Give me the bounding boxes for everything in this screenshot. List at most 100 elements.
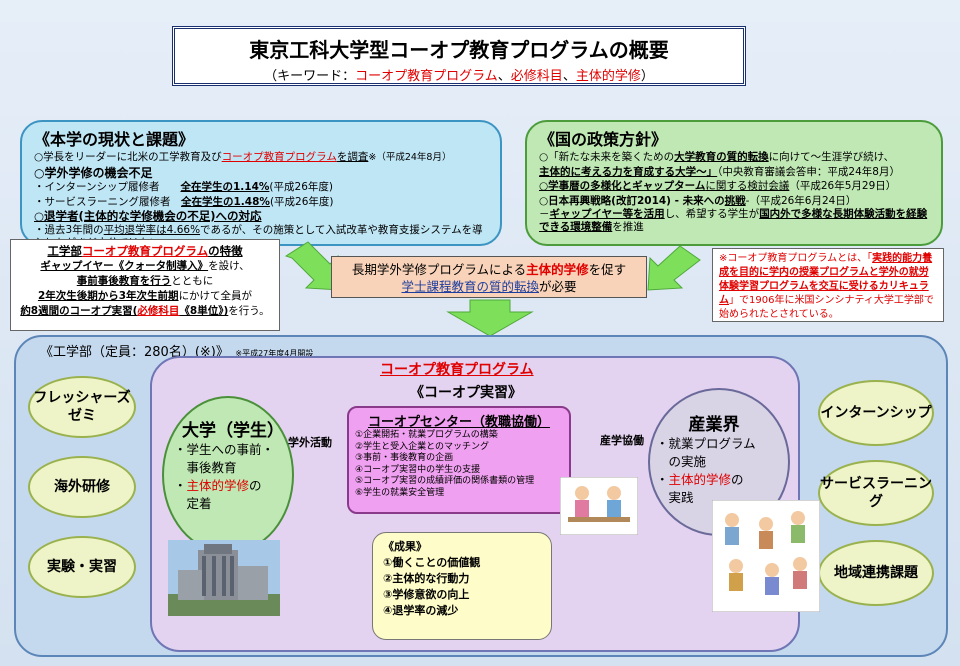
coop-center-box: コーオプセンター（教職協働） ①企業開拓・就業プログラムの構築 ②学生と受入企業… xyxy=(347,406,571,514)
status-line-2: ○学外学修の機会不足 xyxy=(34,165,153,180)
coop-center-item: ①企業開拓・就業プログラムの構築 xyxy=(355,430,498,440)
text: － xyxy=(539,208,550,220)
dept-line-1: ギャップイヤー《クォータ制導入》を設け、 xyxy=(17,259,273,274)
text: を行う。 xyxy=(228,305,270,317)
outcomes-box: 《成果》 ①働くことの価値観 ②主体的な行動力 ③学修意欲の向上 ④退学率の減少 xyxy=(372,532,552,640)
outcome-item: ①働くことの価値観 xyxy=(383,556,481,569)
outcome-item: ②主体的な行動力 xyxy=(383,572,470,585)
text: ・ xyxy=(656,472,669,487)
experiments-practice-oval: 実験・実習 xyxy=(28,536,136,598)
keyword-open: （キーワード： xyxy=(264,69,356,84)
service-learning-oval: サービスラーニング xyxy=(818,460,934,526)
text: 実践的能力養成を目的に学内の授業プログラムと学外の就労体験学習プログラムを交互に… xyxy=(719,253,933,306)
status-line-4: ・サービスラーニング履修者 全在学生の1.48%(平成26年度) xyxy=(34,195,488,210)
coop-center-title: コーオプセンター（教職協働） xyxy=(367,415,550,430)
text: 学士課程教育の質的転換 xyxy=(401,279,539,294)
internship-oval: インターンシップ xyxy=(818,380,934,446)
text: し、希望する学生が xyxy=(664,208,760,220)
text: 挑戦 xyxy=(724,194,746,207)
text: にかけて全員が xyxy=(178,290,253,302)
text: の特徴 xyxy=(208,244,243,258)
coop-center-item: ⑤コーオプ実習の成績評価の関係書類の管理 xyxy=(355,476,535,486)
text: 全在学生の1.48% xyxy=(181,195,270,208)
text: 2年次生後期から3年次生前期 xyxy=(37,290,179,302)
text: に向けて～生涯学び続け、 xyxy=(768,151,895,163)
status-line-3: ・インターンシップ履修者 全在学生の1.14%(平成26年度) xyxy=(34,180,488,195)
coop-definition-note: ※コーオプ教育プログラムとは、「実践的能力養成を目的に学内の授業プログラムと学外… xyxy=(712,248,944,322)
center-line-1: 長期学外学修プログラムによる主体的学修を促す xyxy=(332,261,646,278)
dept-line-2: 事前事後教育を行うとともに xyxy=(17,274,273,289)
university-item-1b: 事後教育 xyxy=(174,460,237,475)
text: 全在学生の1.14% xyxy=(180,181,270,193)
outcomes-title: 《成果》 xyxy=(383,540,427,553)
department-feature-box: 工学部コーオプ教育プログラムの特徴 ギャップイヤー《クォータ制導入》を設け、 事… xyxy=(10,239,280,331)
text: ・過去3年間の xyxy=(34,223,104,236)
text: 主体的学修 xyxy=(186,478,250,493)
keyword-sep: 、 xyxy=(562,69,576,84)
outcome-item: ④退学率の減少 xyxy=(383,604,459,617)
campus-building-image xyxy=(168,540,280,616)
policy-line-5: －ギャップイヤー等を活用し、希望する学生が国内外で多様な長期体験活動を経験できる… xyxy=(539,208,929,234)
center-line-2: 学士課程教育の質的転換が必要 xyxy=(332,278,646,295)
center-message-box: 長期学外学修プログラムによる主体的学修を促す 学士課程教育の質的転換が必要 xyxy=(331,256,647,298)
industry-item-2: ・主体的学修の xyxy=(656,471,788,489)
text: 約8週間のコーオプ実習( xyxy=(20,305,138,317)
status-line-5: ○退学者(主体的な学修機会の不足)への対応 xyxy=(34,209,262,223)
university-title: 大学（学生） xyxy=(182,421,284,441)
coop-center-item: ④コーオプ実習中の学生の支援 xyxy=(355,464,481,475)
text: 」で1906年に米国シンシナティ大学工学部で始められたとされている。 xyxy=(719,295,934,320)
dept-line-3: 2年次生後期から3年次生前期にかけて全員が xyxy=(17,289,273,304)
text: (平成26年度) xyxy=(269,181,333,193)
dept-heading: 工学部コーオプ教育プログラムの特徴 xyxy=(17,244,273,259)
text: 工学部 xyxy=(47,244,82,258)
industry-item-1: ・就業プログラム xyxy=(656,436,756,451)
text: コーオプ教育プログラム xyxy=(81,244,209,258)
text: ○日本再興戦略(改訂2014) - 未来への xyxy=(539,194,725,207)
text: （平成26年5月29日） xyxy=(789,180,897,192)
text: を調査 xyxy=(336,151,369,163)
overseas-training-oval: 海外研修 xyxy=(28,456,136,518)
arrow-policy-to-center xyxy=(647,245,701,291)
text: ○学長をリーダーに北米の工学教育及び xyxy=(34,151,222,163)
university-item-1: ・学生への事前・ xyxy=(174,442,275,457)
text: 平均退学率は4.66% xyxy=(103,223,201,236)
keyword-close: ） xyxy=(640,69,654,84)
dept-line-4: 約8週間のコーオプ実習(必修科目《8単位》)を行う。 xyxy=(17,304,273,319)
text: 主体的学修 xyxy=(668,472,732,487)
status-heading: 《本学の現状と課題》 xyxy=(34,130,195,149)
outcome-item: ③学修意欲の向上 xyxy=(383,588,470,601)
policy-line-4: ○日本再興戦略(改訂2014) - 未来への挑戦-（平成26年6月24日） xyxy=(539,194,929,209)
text: ギャップイヤー等を活用 xyxy=(549,208,665,220)
text: ○学事暦の多様化とギャップターム xyxy=(539,180,706,192)
text: （中央教育審議会答申：平成24年8月） xyxy=(717,165,900,178)
off-campus-activity-label: 学外活動 xyxy=(288,436,332,449)
text: による xyxy=(488,262,527,277)
text: を促す xyxy=(588,262,627,277)
text: -（平成26年6月24日） xyxy=(745,194,857,207)
regional-collab-oval: 地域連携課題 xyxy=(818,540,934,606)
text: の xyxy=(731,472,744,487)
text: ギャップイヤー《クォータ制導入》 xyxy=(40,260,209,272)
coop-center-item: ⑥学生の就業安全管理 xyxy=(355,487,445,498)
text: 大学教育の質的転換 xyxy=(674,151,769,163)
text: に関する検討会議 xyxy=(705,180,790,192)
government-policy-panel: 《国の政策方針》 ○「新たな未来を築くための大学教育の質的転換に向けて～生涯学び… xyxy=(525,120,943,246)
industry-collab-label: 産学協働 xyxy=(600,434,644,447)
keyword-required: 必修科目 xyxy=(510,69,563,84)
meeting-illustration xyxy=(560,477,638,535)
policy-line-1: ○「新たな未来を築くための大学教育の質的転換に向けて～生涯学び続け、 xyxy=(539,150,929,165)
text: ※（平成24年8月） xyxy=(368,152,452,163)
keyword-active-learning: 主体的学修 xyxy=(575,69,641,84)
status-line-1: ○学長をリーダーに北米の工学教育及びコーオプ教育プログラムを調査※（平成24年8… xyxy=(34,150,488,166)
text: とは、「 xyxy=(837,253,873,264)
text: 国内外で多様な長期体験活動を経験できる環境整備 xyxy=(539,208,928,233)
coop-practice-subtitle: 《コーオプ実習》 xyxy=(410,385,522,401)
coop-center-item: ②学生と受入企業とのマッチング xyxy=(355,441,489,452)
text: ○「新たな未来を築くための xyxy=(539,151,675,163)
text: とともに xyxy=(171,275,214,287)
industry-item-1b: の実施 xyxy=(656,454,707,469)
title-box: 東京工科大学型コーオプ教育プログラムの概要 （キーワード：コーオプ教育プログラム… xyxy=(172,26,746,86)
text: コーオプ教育プログラム xyxy=(221,151,337,163)
text: 《8単位》 xyxy=(179,305,224,317)
